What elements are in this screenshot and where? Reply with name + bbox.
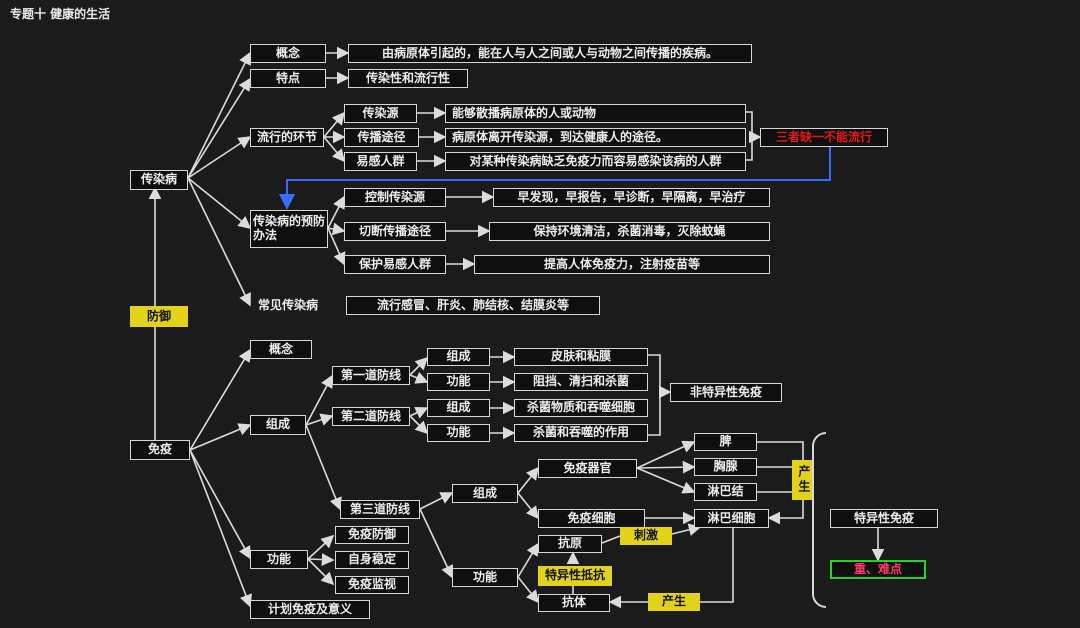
specific-resistance-node: 特异性抵抗 xyxy=(538,566,612,586)
key-difficulty-node: 重、难点 xyxy=(830,560,926,579)
feature-node: 特点 xyxy=(250,69,326,88)
produce-antibody-label: 产生 xyxy=(648,593,700,611)
defense-node: 防御 xyxy=(130,306,188,327)
page-title: 专题十 健康的生活 xyxy=(10,7,111,21)
immunity-composition-node: 组成 xyxy=(250,415,306,435)
susceptible-group-text: 对某种传染病缺乏免疫力而容易感染该病的人群 xyxy=(445,152,746,171)
lymphocyte-node: 淋巴细胞 xyxy=(694,509,769,528)
transmission-route-text: 病原体离开传染源，到达健康人的途径。 xyxy=(445,128,746,147)
concept-node: 概念 xyxy=(250,44,326,63)
second-line-node: 第二道防线 xyxy=(332,407,410,426)
immunity-concept-node: 概念 xyxy=(250,340,312,359)
second-line-comp-text: 杀菌物质和吞噬细胞 xyxy=(514,399,648,417)
third-line-node: 第三道防线 xyxy=(340,500,420,519)
first-line-comp-node: 组成 xyxy=(427,348,490,366)
produce-cells-label: 产生 xyxy=(792,460,814,500)
first-line-func-text: 阻挡、清扫和杀菌 xyxy=(514,373,648,391)
third-line-comp-node: 组成 xyxy=(452,484,518,503)
second-line-comp-node: 组成 xyxy=(427,399,490,417)
first-line-comp-text: 皮肤和粘膜 xyxy=(514,348,648,366)
susceptible-group-node: 易感人群 xyxy=(344,152,417,171)
immunity-function-node: 功能 xyxy=(250,550,308,569)
immune-surveillance-node: 免疫监视 xyxy=(335,576,409,594)
infection-source-node: 传染源 xyxy=(344,104,417,123)
specific-immunity-bracket xyxy=(812,432,826,608)
transmission-route-node: 传播途径 xyxy=(344,128,419,147)
transmission-links-node: 流行的环节 xyxy=(250,128,324,147)
nonspecific-immunity-node: 非特异性免疫 xyxy=(670,383,782,402)
planned-immunization-node: 计划免疫及意义 xyxy=(250,600,370,619)
third-line-func-node: 功能 xyxy=(452,568,518,587)
lymph-node-node: 淋巴结 xyxy=(694,483,757,501)
control-source-node: 控制传染源 xyxy=(344,188,446,207)
immune-organs-node: 免疫器官 xyxy=(538,459,637,478)
second-line-func-node: 功能 xyxy=(427,424,490,442)
first-line-func-node: 功能 xyxy=(427,373,490,391)
protect-group-text: 提高人体免疫力，注射疫苗等 xyxy=(474,255,770,274)
prevention-methods-node: 传染病的预防办法 xyxy=(250,210,328,248)
thymus-node: 胸腺 xyxy=(694,458,757,476)
specific-immunity-node: 特异性免疫 xyxy=(830,509,938,528)
immune-cells-node: 免疫细胞 xyxy=(538,509,645,528)
protect-group-node: 保护易感人群 xyxy=(344,255,446,274)
infectious-disease-node: 传染病 xyxy=(130,170,188,190)
immunity-node: 免疫 xyxy=(130,440,190,460)
antibody-node: 抗体 xyxy=(538,594,610,612)
spleen-node: 脾 xyxy=(694,433,757,451)
second-line-func-text: 杀菌和吞噬的作用 xyxy=(514,424,648,442)
control-source-text: 早发现，早报告，早诊断，早隔离，早治疗 xyxy=(493,188,770,207)
common-diseases-text: 流行感冒、肝炎、肺结核、结膜炎等 xyxy=(346,296,600,315)
cut-route-node: 切断传播途径 xyxy=(344,222,446,241)
antigen-node: 抗原 xyxy=(538,535,602,553)
common-diseases-node: 常见传染病 xyxy=(257,297,318,312)
cut-route-text: 保持环境清洁，杀菌消毒，灭除蚊蝇 xyxy=(489,222,770,241)
infection-source-text: 能够散播病原体的人或动物 xyxy=(445,104,746,123)
feature-text: 传染性和流行性 xyxy=(348,69,468,88)
concept-text: 由病原体引起的，能在人与人之间或人与动物之间传播的疾病。 xyxy=(348,44,752,63)
stimulate-label: 刺激 xyxy=(620,527,672,545)
self-stability-node: 自身稳定 xyxy=(335,551,409,569)
first-line-node: 第一道防线 xyxy=(332,366,410,385)
three-required-note: 三者缺一不能流行 xyxy=(760,128,888,147)
immune-defense-node: 免疫防御 xyxy=(335,526,409,544)
